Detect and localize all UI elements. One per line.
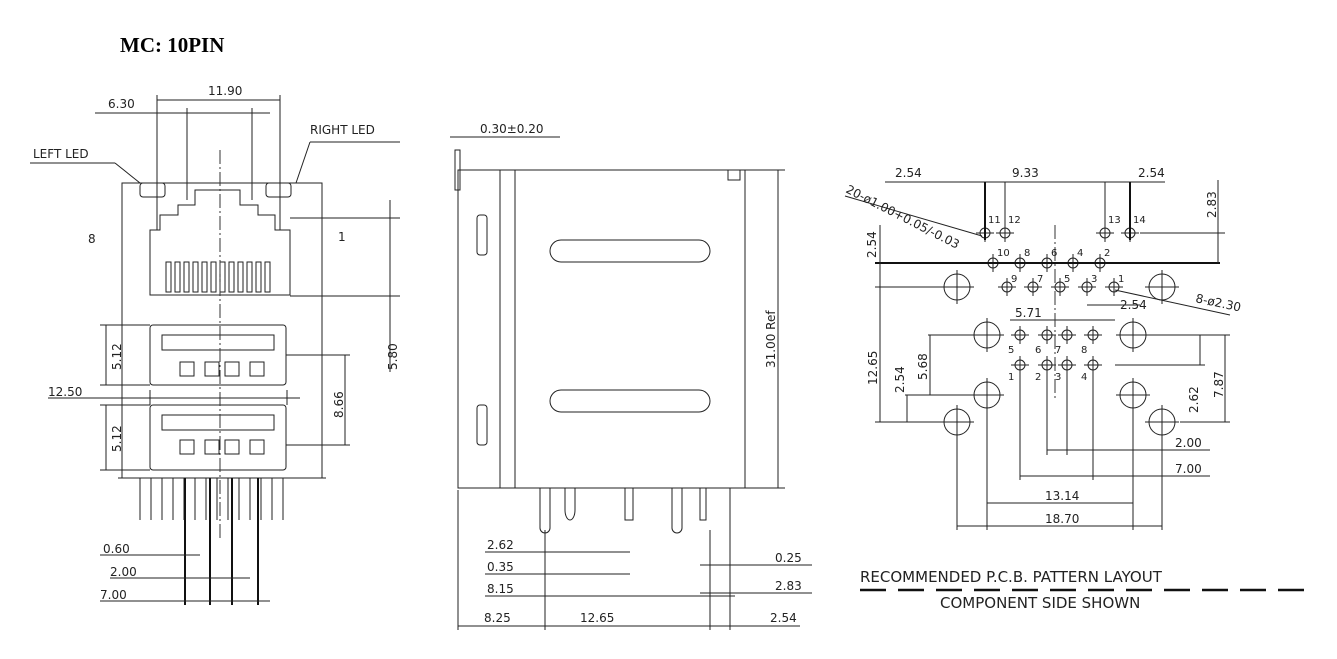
pin-number-label: 8	[1081, 345, 1087, 356]
pin-number-label: 14	[1133, 215, 1146, 226]
dim-31-00-ref: 31.00 Ref	[764, 310, 778, 368]
usb-contact	[249, 361, 265, 377]
pin-number-label: 6	[1035, 345, 1041, 356]
dim-7-87: 7.87	[1212, 371, 1226, 398]
pin-number-label: 13	[1108, 215, 1121, 226]
dim-12-65: 12.65	[580, 611, 614, 625]
side-housing	[457, 169, 746, 489]
dim-11-90: 11.90	[208, 84, 242, 98]
dim-2-54-usb: 2.54	[893, 366, 907, 393]
pin-number-label: 11	[988, 215, 1001, 226]
rj45-contact	[201, 261, 208, 293]
dim-8-66: 8.66	[332, 391, 346, 418]
dim-7-00: 7.00	[100, 588, 127, 602]
rj45-contact	[264, 261, 271, 293]
pcb-layout: 20-ø1.00+0.05/-0.03 2.54 9.33 2.54 2.83 …	[844, 166, 1305, 612]
drawing-title: MC: 10PIN	[120, 33, 224, 57]
dim-0-25: 0.25	[775, 551, 802, 565]
dim-2-54-side: 2.54	[770, 611, 797, 625]
right-led	[265, 182, 292, 198]
pin-number-label: 5	[1008, 345, 1014, 356]
dim-5-12-bottom: 5.12	[110, 425, 124, 452]
usb-contact	[224, 439, 240, 455]
pin-number-label: 9	[1011, 274, 1017, 285]
rj45-contact	[174, 261, 181, 293]
dim-2-54-left: 2.54	[895, 166, 922, 180]
dim-20-holes: 20-ø1.00+0.05/-0.03	[844, 182, 962, 251]
dim-0-60: 0.60	[103, 542, 130, 556]
pin-number-label: 1	[1008, 372, 1014, 383]
dim-0-35: 0.35	[487, 560, 514, 574]
dim-8-15: 8.15	[487, 582, 514, 596]
pin-number-label: 2	[1035, 372, 1041, 383]
front-housing	[121, 182, 323, 479]
dim-2-62-pcb: 2.62	[1187, 386, 1201, 413]
pin-number-label: 1	[1118, 274, 1124, 285]
rj45-contact	[228, 261, 235, 293]
dim-18-70: 18.70	[1045, 512, 1079, 526]
pcb-caption: RECOMMENDED P.C.B. PATTERN LAYOUT	[860, 568, 1163, 586]
pin-number-label: 5	[1064, 274, 1070, 285]
dim-8-25: 8.25	[484, 611, 511, 625]
pin-number-label: 12	[1008, 215, 1021, 226]
left-led	[139, 182, 166, 198]
dim-5-68: 5.68	[916, 353, 930, 380]
dim-2-00: 2.00	[110, 565, 137, 579]
dim-7-00-pcb: 7.00	[1175, 462, 1202, 476]
rj45-contact	[237, 261, 244, 293]
pin-number-label: 10	[997, 248, 1010, 259]
dim-2-00-pcb: 2.00	[1175, 436, 1202, 450]
side-view: 0.30±0.20 31.00 Ref 2.62 0.35 8.15 8.25 …	[450, 122, 812, 630]
dim-13-14: 13.14	[1045, 489, 1079, 503]
pin-number-label: 6	[1051, 248, 1057, 259]
rj45-contacts	[165, 261, 271, 293]
slot-top	[549, 239, 711, 263]
pin-number-label: 4	[1081, 372, 1087, 383]
dim-5-12-top: 5.12	[110, 343, 124, 370]
dim-8-big-holes: 8-ø2.30	[1194, 291, 1242, 314]
pin-number-label: 3	[1055, 372, 1061, 383]
pin-1-label: 1	[338, 230, 346, 244]
usb-contact	[179, 439, 195, 455]
usb-contact	[249, 439, 265, 455]
dim-5-71: 5.71	[1015, 306, 1042, 320]
pin-number-label: 7	[1055, 345, 1061, 356]
dim-2-62: 2.62	[487, 538, 514, 552]
pin-number-label: 2	[1104, 248, 1110, 259]
slot-bottom	[549, 389, 711, 413]
usb-contact	[179, 361, 195, 377]
pin-number-label: 3	[1091, 274, 1097, 285]
rj45-contact	[165, 261, 172, 293]
dim-2-54-row: 2.54	[865, 231, 879, 258]
dim-12-65-pcb: 12.65	[866, 351, 880, 385]
rj45-contact	[255, 261, 262, 293]
dim-2-54-pitch: 2.54	[1120, 298, 1147, 312]
usb-port-bottom	[149, 404, 287, 471]
usb-contact	[204, 361, 220, 377]
dim-5-80: 5.80	[386, 343, 400, 370]
pin-8-label: 8	[88, 232, 96, 246]
front-view: 11.90 6.30 LEFT LED RIGHT LED 8 1 5.12 1…	[30, 84, 400, 605]
right-led-label: RIGHT LED	[310, 123, 375, 137]
pin-number-label: 7	[1037, 274, 1043, 285]
rj45-contact	[246, 261, 253, 293]
dim-9-33: 9.33	[1012, 166, 1039, 180]
pin-number-label: 8	[1024, 248, 1030, 259]
rj45-contact	[219, 261, 226, 293]
usb-contact	[224, 361, 240, 377]
usb-contact	[204, 439, 220, 455]
left-led-label: LEFT LED	[33, 147, 89, 161]
dim-2-54-right: 2.54	[1138, 166, 1165, 180]
dim-12-50: 12.50	[48, 385, 82, 399]
rj45-contact	[210, 261, 217, 293]
dim-6-30: 6.30	[108, 97, 135, 111]
rj45-contact	[192, 261, 199, 293]
pin-number-label: 4	[1077, 248, 1083, 259]
dim-2-83: 2.83	[775, 579, 802, 593]
pcb-subcaption: COMPONENT SIDE SHOWN	[940, 594, 1140, 612]
dim-flange: 0.30±0.20	[480, 122, 544, 136]
rj45-contact	[183, 261, 190, 293]
dim-2-83-pcb: 2.83	[1205, 191, 1219, 218]
